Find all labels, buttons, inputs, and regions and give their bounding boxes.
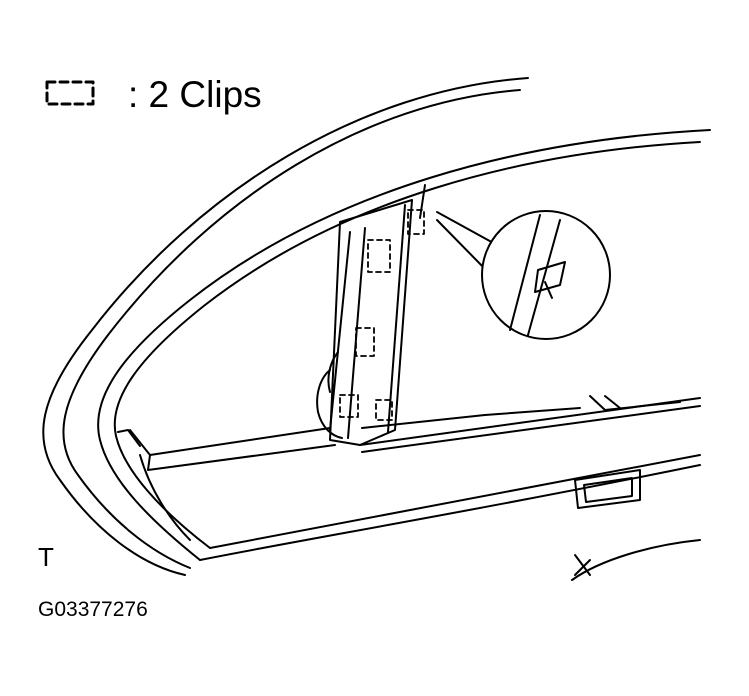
- door-belt-line: [359, 395, 701, 453]
- figure-code: G03377276: [38, 598, 148, 621]
- view-marker: T: [38, 542, 54, 572]
- clip-markers: [339, 209, 425, 421]
- window-opening-outline: [117, 427, 336, 541]
- clip-symbol-icon: [45, 80, 95, 106]
- clip-count-legend: : 2 Clips: [128, 74, 262, 115]
- door-frame-outline: [42, 77, 711, 576]
- door-body: [199, 454, 701, 581]
- pillar-garnish: [316, 184, 426, 446]
- clip-detail-callout: [436, 210, 611, 340]
